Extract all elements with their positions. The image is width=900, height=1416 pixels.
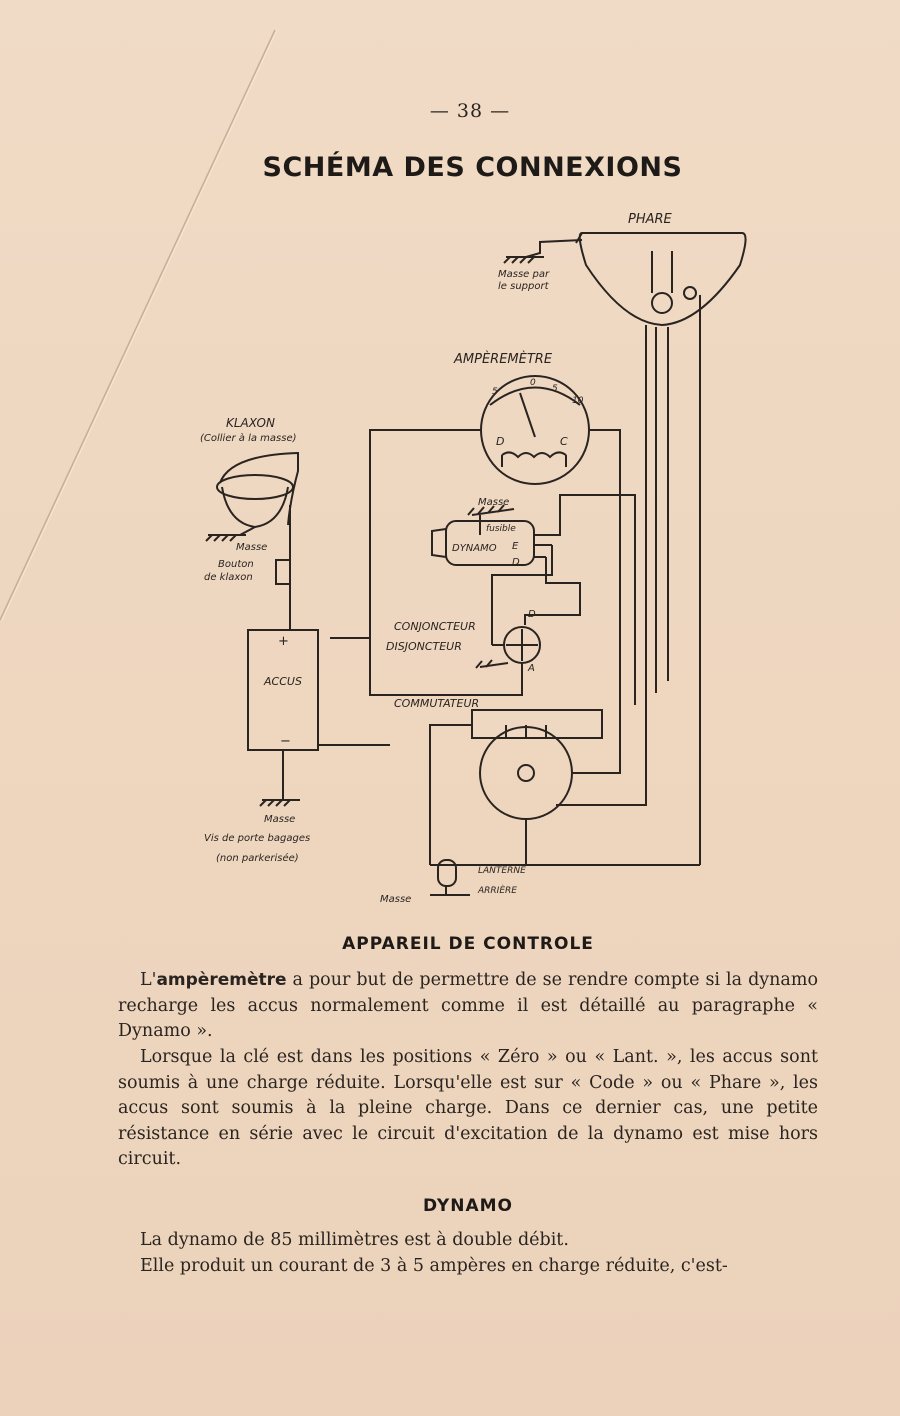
label-fusible: fusible [486, 524, 516, 534]
label-phare: PHARE [628, 212, 673, 227]
label-masse-support-1: Masse par [498, 269, 550, 280]
dynamo-body [445, 520, 535, 566]
ammeter-scale-1: 5 [492, 387, 498, 397]
page-title: SCHÉMA DES CONNEXIONS [262, 152, 683, 183]
label-amperemetre: AMPÈREMÈTRE [453, 351, 553, 367]
label-lanterne-1: LANTERNE [478, 866, 526, 876]
relay-terminal-d: D [528, 609, 536, 620]
label-klaxon-note: (Collier à la masse) [200, 432, 297, 444]
label-masse-accus: Masse [264, 814, 295, 825]
label-conjoncteur: CONJONCTEUR [394, 620, 476, 633]
ammeter-scale-4: 10 [572, 396, 584, 406]
label-lanterne-2: ARRIÈRE [477, 884, 517, 896]
ammeter-scale-3: 5 [552, 384, 558, 394]
label-masse-dynamo: Masse [478, 497, 509, 508]
battery-plus: + [278, 634, 289, 649]
label-commutateur: COMMUTATEUR [394, 697, 479, 710]
dynamo-terminal-e: E [512, 541, 519, 552]
paragraph-dynamo-2: Elle produit un courant de 3 à 5 ampères… [140, 1256, 728, 1276]
heading-dynamo: DYNAMO [423, 1196, 513, 1216]
horn-button [275, 559, 291, 585]
label-vis-1: Vis de porte bagages [204, 833, 310, 844]
battery-minus: − [280, 734, 291, 749]
paragraph-controle-2: Lorsque la clé est dans les positions « … [118, 1047, 818, 1169]
headlamp-bulb [651, 292, 673, 314]
dynamo-terminal-d: D [512, 557, 520, 568]
relay-terminal-a: A [527, 663, 535, 674]
ammeter-terminal-c: C [560, 435, 568, 448]
label-accus: ACCUS [263, 675, 302, 688]
rear-lamp [437, 859, 457, 887]
wiring-diagram: PHARE Masse par le support AMPÈREMÈTRE 5… [200, 212, 747, 905]
label-masse-lanterne: Masse [380, 894, 411, 905]
label-masse-klaxon: Masse [236, 542, 267, 553]
ammeter-scale-2: 0 [530, 378, 536, 388]
ammeter-terminal-d: D [496, 435, 504, 448]
paragraph-controle-1: L'ampèremètre a pour but de permettre de… [118, 970, 818, 1041]
label-disjoncteur: DISJONCTEUR [386, 640, 462, 653]
label-bouton-1: Bouton [218, 559, 254, 570]
heading-appareil-controle: APPAREIL DE CONTROLE [342, 934, 594, 954]
page-number: — 38 — [429, 100, 511, 122]
label-vis-2: (non parkerisée) [216, 852, 299, 864]
label-dynamo: DYNAMO [452, 543, 497, 554]
headlamp-shape [578, 232, 747, 327]
label-bouton-2: de klaxon [204, 572, 253, 583]
paragraph-dynamo-1: La dynamo de 85 millimètres est à double… [140, 1230, 569, 1250]
term-amperemetre: ampèremètre [156, 970, 287, 990]
label-klaxon: KLAXON [226, 416, 275, 430]
label-masse-support-2: le support [498, 281, 550, 292]
